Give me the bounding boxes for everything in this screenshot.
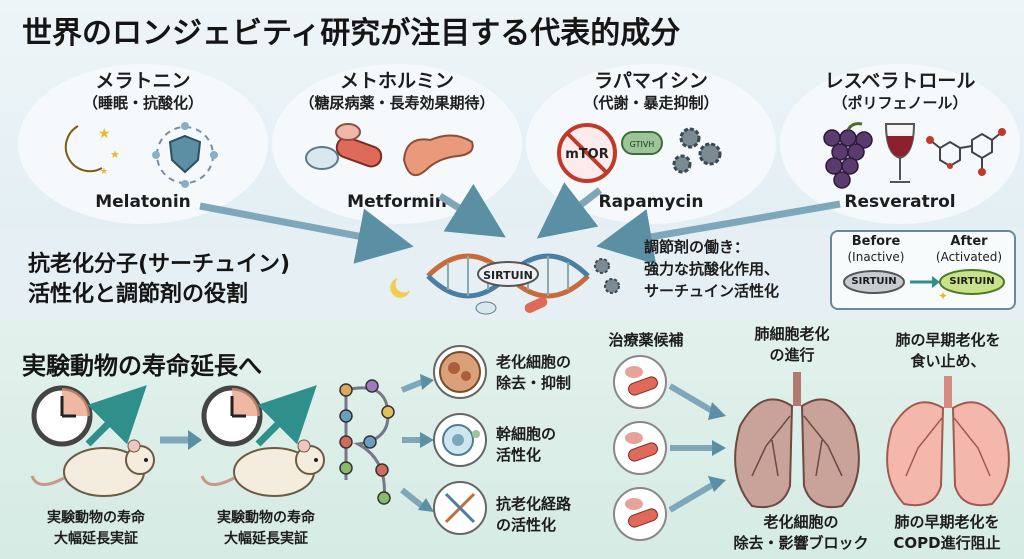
convergence-arrows	[199, 182, 841, 265]
pill-icon	[613, 487, 667, 541]
compound-english-name: Resveratrol	[844, 192, 956, 212]
peptide-chain-icon	[339, 374, 434, 512]
mouse-caption: 実験動物の寿命 大幅延長実証	[47, 510, 145, 547]
sirtuin-title-line1: 抗老化分子(サーチュイン)	[28, 252, 291, 277]
pathway-label: 抗老化経路 の活性化	[496, 495, 572, 534]
dna-icon	[433, 481, 487, 535]
mouse-timeline	[30, 385, 325, 497]
compound-subtitle: （糖尿病薬・長寿効果期待）	[299, 94, 495, 112]
compound-name: ラパマイシン	[594, 70, 708, 92]
molecule-icon	[926, 128, 1006, 176]
compound-english-name: Melatonin	[95, 192, 191, 212]
compound-name: メトホルミン	[339, 70, 454, 92]
pathway-label: 老化細胞の 除去・抑制	[496, 353, 572, 392]
compound-subtitle: （代謝・暴走抑制）	[583, 94, 719, 112]
lung-block-label: 老化細胞の 除去・影響ブロック	[733, 513, 869, 552]
moon-stars-icon: ★ ★ ★	[64, 125, 120, 177]
gears-icon: GTIVH	[621, 127, 722, 174]
mouse-caption: 実験動物の寿命 大幅延長実証	[217, 510, 315, 547]
candidates-label: 治療薬候補	[608, 331, 684, 349]
sirtuin-title-line2: 活性化と調節剤の役割	[28, 282, 249, 307]
svg-text:★: ★	[110, 148, 120, 161]
pills-icon	[305, 123, 383, 170]
stem-cell-icon	[433, 413, 487, 467]
mtor-block-icon: mTOR	[557, 123, 617, 183]
svg-text:★: ★	[98, 126, 111, 142]
pathway-icons	[433, 345, 487, 535]
dna-sirtuin-label: SIRTUIN	[483, 269, 533, 282]
bottom-title: 実験動物の寿命延長へ	[22, 352, 262, 380]
before-sublabel: (Inactive)	[847, 250, 905, 264]
after-label: After	[950, 234, 988, 249]
compound-name: メラトニン	[95, 70, 191, 92]
compound-card-melatonin	[18, 64, 268, 224]
pill-label: GTIVH	[630, 140, 655, 149]
pancreas-icon	[402, 134, 474, 177]
activation-arrow: ✦	[843, 269, 1005, 303]
chip-before-label: SIRTUIN	[851, 276, 897, 287]
lung-aging-label: 肺細胞老化 の進行	[754, 325, 830, 364]
compound-english-name: Metformin	[347, 192, 447, 212]
before-label: Before	[851, 234, 901, 249]
chip-after-label: SIRTUIN	[949, 276, 995, 287]
senescent-cell-icon	[433, 345, 487, 399]
mouse-icon	[30, 439, 155, 497]
svg-text:★: ★	[100, 167, 108, 177]
clock-icon	[31, 385, 93, 447]
svg-text:✦: ✦	[938, 289, 948, 303]
healthy-lungs-icon	[886, 376, 1010, 507]
after-sublabel: (Activated)	[935, 250, 1003, 264]
mouse-icon	[200, 439, 325, 497]
mtor-label: mTOR	[565, 147, 608, 162]
grapes-icon	[823, 122, 873, 189]
pill-icon	[613, 355, 667, 409]
dna-helix-icon: SIRTUIN	[390, 253, 620, 315]
wine-glass-icon	[884, 123, 916, 183]
page-title: 世界のロンジェビティ研究が注目する代表的成分	[22, 16, 681, 51]
pathway-label: 幹細胞の 活性化	[496, 425, 557, 464]
compound-english-name: Rapamycin	[598, 192, 704, 212]
compound-name: レスベラトロール	[824, 70, 976, 92]
clock-icon	[201, 385, 263, 447]
compound-subtitle: （ポリフェノール）	[832, 94, 968, 112]
aged-lungs-icon	[734, 372, 860, 508]
copd-label: 肺の早期老化を COPD進行阻止	[893, 513, 1001, 552]
regulator-note: 調節剤の働き： 強力な抗酸化作用、 サーチュイン活性化	[644, 238, 780, 300]
stop-aging-label: 肺の早期老化を 食い止め、	[895, 331, 1001, 370]
antioxidant-shield-icon	[152, 122, 218, 188]
candidate-pills	[613, 355, 726, 541]
pill-icon	[613, 421, 667, 475]
compound-subtitle: （睡眠・抗酸化）	[82, 94, 203, 112]
